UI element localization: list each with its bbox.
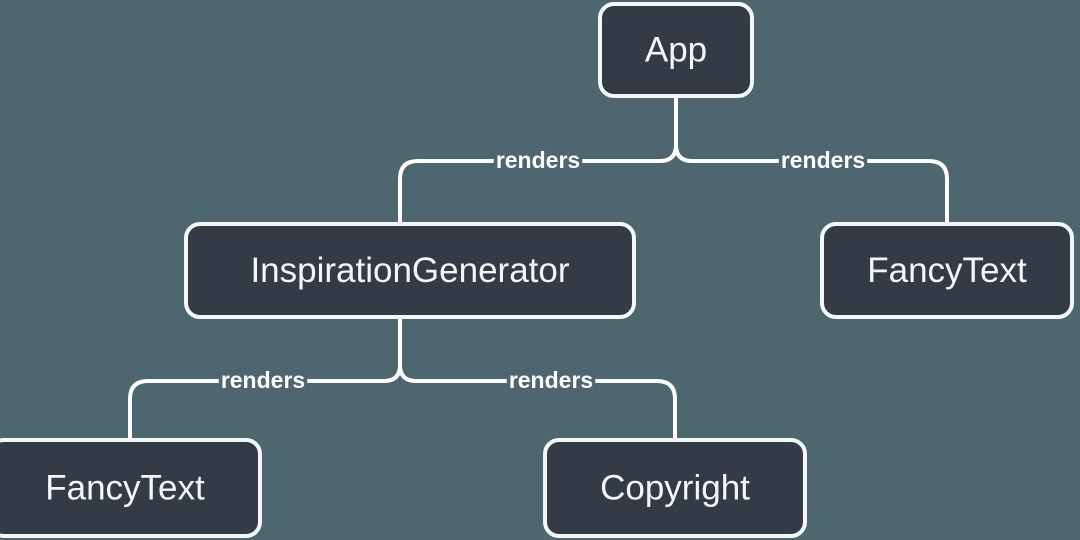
edge-label-backdrop: [778, 147, 868, 175]
node-box-fancytext-bottom: [0, 438, 262, 538]
edge-label-app-to-inspiration-generator: renders: [496, 147, 580, 173]
edge-label-backdrop: [506, 367, 596, 395]
node-app[interactable]: App: [598, 2, 754, 98]
node-label-fancytext-bottom: FancyText: [45, 468, 205, 507]
node-label-copyright: Copyright: [600, 468, 750, 507]
edge-label-inspiration-to-fancytext-bottom: renders: [221, 367, 305, 393]
node-inspiration-generator[interactable]: InspirationGenerator: [184, 222, 636, 319]
node-label-inspiration-generator: InspirationGenerator: [250, 251, 569, 290]
edge-label-app-to-fancytext-right: renders: [781, 147, 865, 173]
node-copyright[interactable]: Copyright: [543, 438, 807, 538]
node-box-inspiration-generator: [184, 222, 636, 319]
node-box-copyright: [543, 438, 807, 538]
edge-label-backdrop: [218, 367, 308, 395]
node-box-fancytext-right: [820, 222, 1074, 319]
node-label-app: App: [645, 30, 707, 69]
node-box-app: [598, 2, 754, 98]
node-label-fancytext-right: FancyText: [867, 251, 1027, 290]
node-fancytext-right[interactable]: FancyText: [820, 222, 1074, 319]
edge-labels-group: renders renders renders renders: [218, 147, 868, 395]
node-fancytext-bottom[interactable]: FancyText: [0, 438, 262, 538]
edge-label-inspiration-to-copyright: renders: [509, 367, 593, 393]
edge-label-backdrop: [493, 147, 583, 175]
